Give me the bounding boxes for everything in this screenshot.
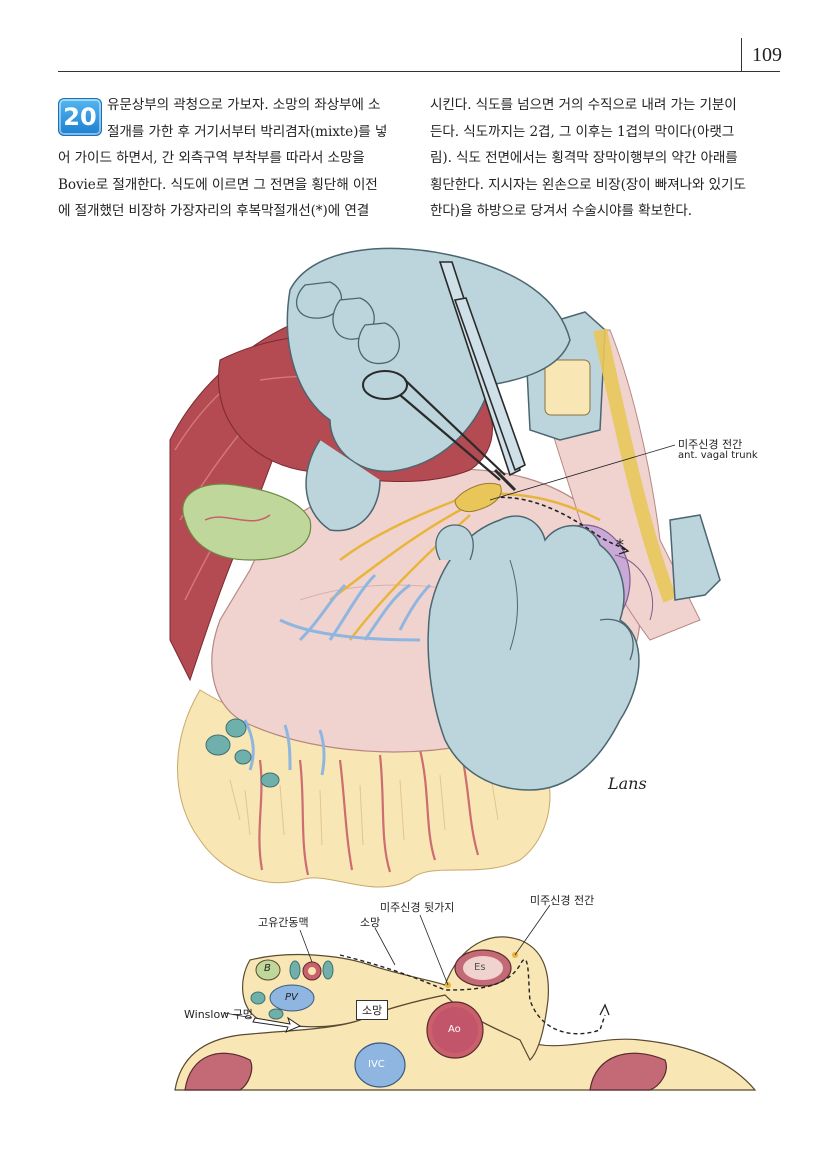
label-esophagus: Es — [474, 962, 486, 973]
text-line: 어 가이드 하면서, 간 외측구역 부착부를 따라서 소망을 — [58, 150, 365, 166]
text-line: 절개를 가한 후 거기서부터 박리겸자(mixte)를 넣 — [107, 123, 388, 140]
text-line: 유문상부의 곽청으로 가보자. 소망의 좌상부에 소 — [107, 97, 381, 113]
step-number-badge: 20 — [58, 98, 102, 136]
body-text-right-column: 시킨다. 식도를 넘으면 거의 수직으로 내려 가는 기분이 든다. 식도까지는… — [430, 92, 778, 225]
text-line: 시킨다. 식도를 넘으면 거의 수직으로 내려 가는 기분이 — [430, 97, 737, 113]
page-number: 109 — [752, 44, 782, 66]
label-winslow-foramen: Winslow 구멍 — [184, 1008, 253, 1021]
cross-section-diagram — [174, 904, 757, 1091]
label-lesser-omentum-boxed: 소망 — [356, 1000, 389, 1020]
artist-signature: Lans — [608, 774, 647, 793]
label-ivc: IVC — [368, 1059, 385, 1070]
label-aorta: Ao — [448, 1024, 461, 1035]
label-proper-hepatic-artery: 고유간동맥 — [258, 916, 309, 929]
label-ant-vagal-trunk-en: ant. vagal trunk — [678, 450, 758, 461]
text-line: 한다)을 하방으로 당겨서 수술시야를 확보한다. — [430, 203, 693, 219]
label-portal-vein: PV — [285, 992, 298, 1003]
label-lesser-omentum: 소망 — [360, 916, 381, 929]
header-rule — [58, 71, 780, 72]
label-anterior-vagal-trunk: 미주신경 전간 — [530, 894, 595, 907]
label-ant-vagal-trunk-kr: 미주신경 전간 — [678, 438, 743, 451]
page-number-divider — [741, 38, 742, 72]
label-posterior-vagal-branch: 미주신경 뒷가지 — [380, 901, 455, 914]
text-line: 림). 식도 전면에서는 횡격막 장막이행부의 약간 아래를 — [430, 150, 738, 166]
label-bile-duct: B — [264, 963, 271, 974]
asterisk-marker: * — [616, 535, 624, 554]
text-line: 횡단한다. 지시자는 왼손으로 비장(장이 빠져나와 있기도 — [430, 176, 746, 193]
body-text-left-column: 유문상부의 곽청으로 가보자. 소망의 좌상부에 소 절개를 가한 후 거기서부… — [58, 92, 406, 225]
text-line: Bovie로 절개한다. 식도에 이르면 그 전면을 횡단해 이전 — [58, 176, 378, 193]
text-line: 에 절개했던 비장하 가장자리의 후복막절개선(*)에 연결 — [58, 203, 370, 219]
text-line: 든다. 식도까지는 2겹, 그 이후는 1겹의 막이다(아랫그 — [430, 123, 735, 140]
